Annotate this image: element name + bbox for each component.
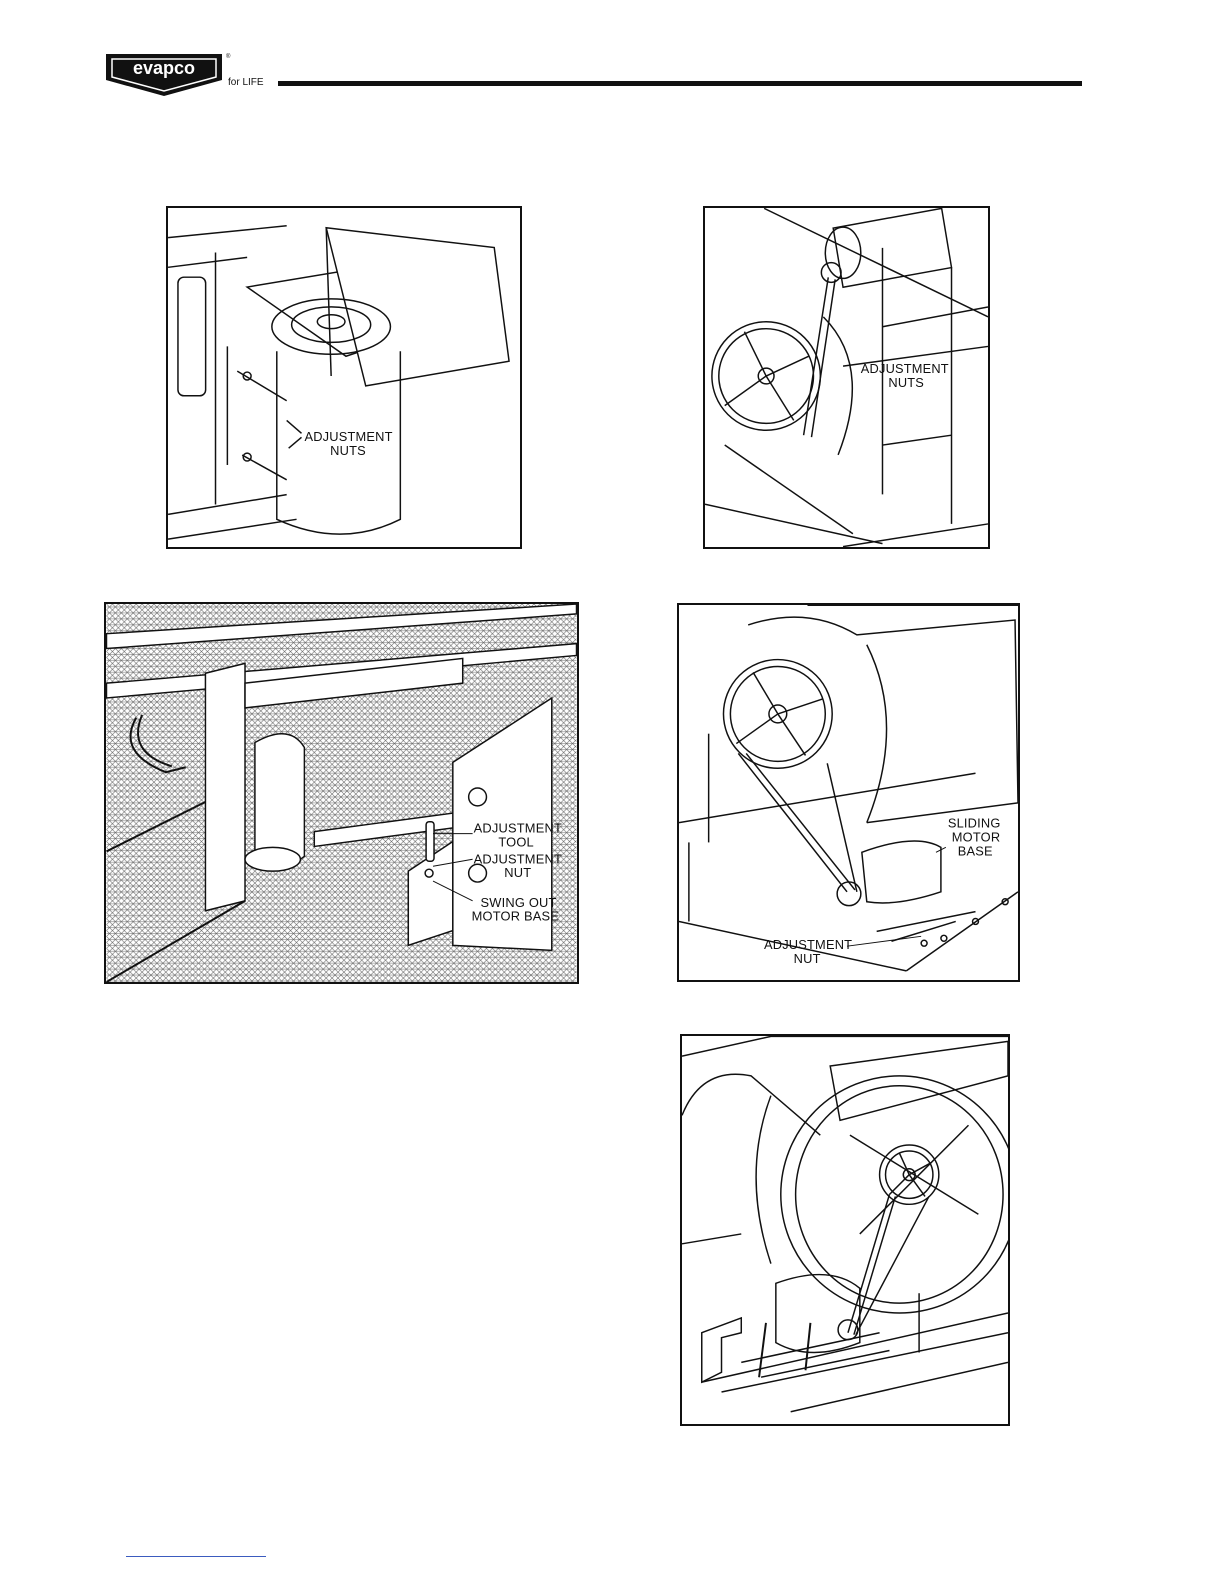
fig2-label-2: NUTS: [888, 375, 924, 390]
figure-2-drawing: ADJUSTMENT NUTS: [705, 208, 988, 547]
fig4-label-2: MOTOR: [952, 829, 1001, 844]
footer-link-rule: [126, 1556, 266, 1557]
fig3-label-4: NUT: [504, 865, 531, 880]
figure-3: ADJUSTMENT TOOL ADJUSTMENT NUT SWING OUT…: [104, 602, 579, 984]
fig3-label-6: MOTOR BASE: [472, 909, 560, 924]
figure-2: ADJUSTMENT NUTS: [703, 206, 990, 549]
fig4-label-5: NUT: [794, 951, 821, 966]
fig3-label-2: TOOL: [498, 834, 534, 849]
fig1-label-2: NUTS: [330, 443, 366, 458]
header-rule: [278, 81, 1082, 86]
fig3-label-5: SWING OUT: [481, 895, 557, 910]
fig4-label-3: BASE: [958, 843, 993, 858]
tagline: for LIFE: [228, 77, 264, 88]
fig4-label-4: ADJUSTMENT: [764, 937, 852, 952]
evapco-logo: evapco ® for LIFE: [104, 50, 284, 100]
figure-3-drawing: ADJUSTMENT TOOL ADJUSTMENT NUT SWING OUT…: [106, 604, 577, 982]
figure-1: ADJUSTMENT NUTS: [166, 206, 522, 549]
figure-4: SLIDING MOTOR BASE ADJUSTMENT NUT: [677, 603, 1020, 982]
fig2-label-1: ADJUSTMENT: [861, 361, 949, 376]
fig4-label-1: SLIDING: [948, 816, 1001, 831]
fig1-label-1: ADJUSTMENT: [304, 429, 392, 444]
fig3-label-3: ADJUSTMENT: [474, 851, 562, 866]
brand-text: evapco: [133, 58, 195, 78]
figure-5-drawing: [682, 1036, 1008, 1424]
figure-4-drawing: SLIDING MOTOR BASE ADJUSTMENT NUT: [679, 605, 1018, 980]
registered-mark: ®: [226, 53, 231, 60]
figure-5: [680, 1034, 1010, 1426]
figure-1-drawing: ADJUSTMENT NUTS: [168, 208, 520, 547]
fig3-label-1: ADJUSTMENT: [474, 821, 562, 836]
